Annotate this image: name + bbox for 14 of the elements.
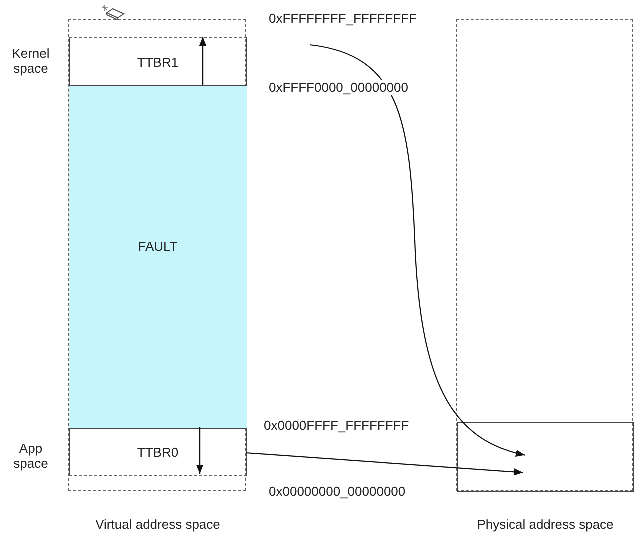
address-label: 0xFFFF0000_00000000	[268, 80, 410, 95]
region-label: TTBR0	[136, 445, 180, 460]
fault-region	[69, 86, 247, 428]
region-box	[69, 428, 247, 476]
address-label: 0x0000FFFF_FFFFFFFF	[263, 418, 410, 433]
region-label: TTBR1	[136, 54, 180, 70]
address-label: 0x00000000_00000000	[268, 484, 407, 499]
axis-caption: Physical address space	[476, 517, 615, 532]
region-label: FAULT	[137, 238, 179, 254]
region-box	[457, 422, 634, 492]
arrow	[246, 452, 524, 476]
arrow	[310, 44, 526, 456]
axis-caption: Virtual address space	[94, 517, 222, 532]
address-label: 0xFFFFFFFF_FFFFFFFF	[268, 11, 418, 26]
